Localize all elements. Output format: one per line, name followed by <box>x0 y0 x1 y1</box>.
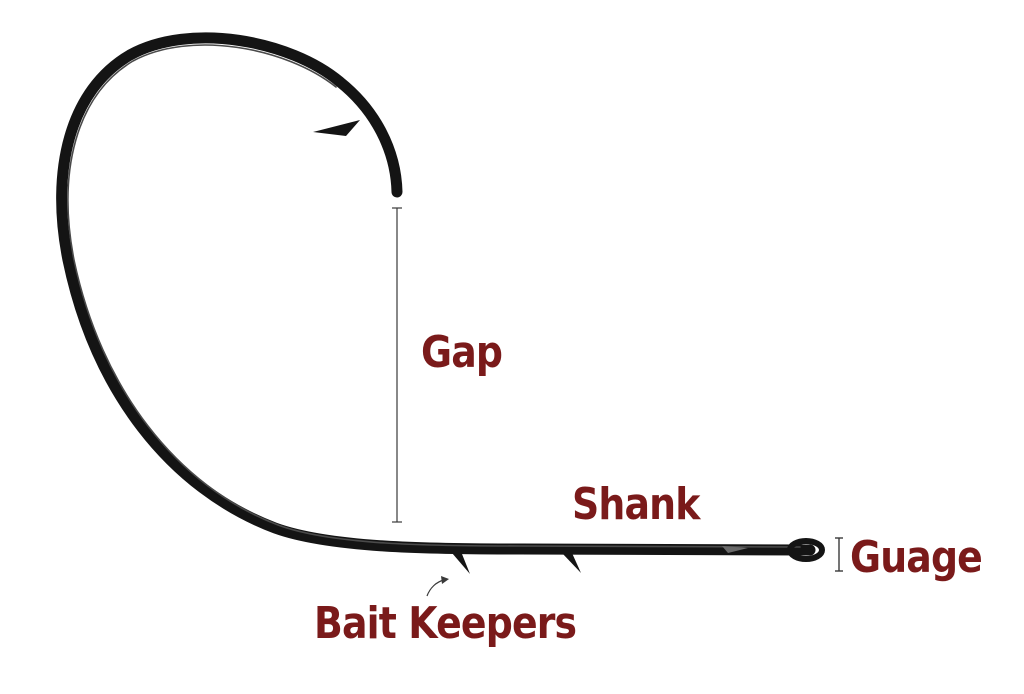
guage-label: Guage <box>850 532 983 583</box>
shank-label: Shank <box>572 479 700 530</box>
bait-keeper-1 <box>452 553 470 574</box>
gap-label: Gap <box>421 327 503 378</box>
bait-keepers-arrowhead <box>441 576 449 584</box>
hook-highlight <box>67 44 801 548</box>
hook-barb <box>313 120 360 136</box>
bait-keepers-pointer <box>426 579 445 597</box>
bait-keeper-2 <box>562 553 581 573</box>
hook-body <box>56 32 816 556</box>
hook-eye <box>787 538 825 562</box>
bait-keepers-label: Bait Keepers <box>314 598 577 649</box>
hook-eye-shading <box>722 546 748 553</box>
